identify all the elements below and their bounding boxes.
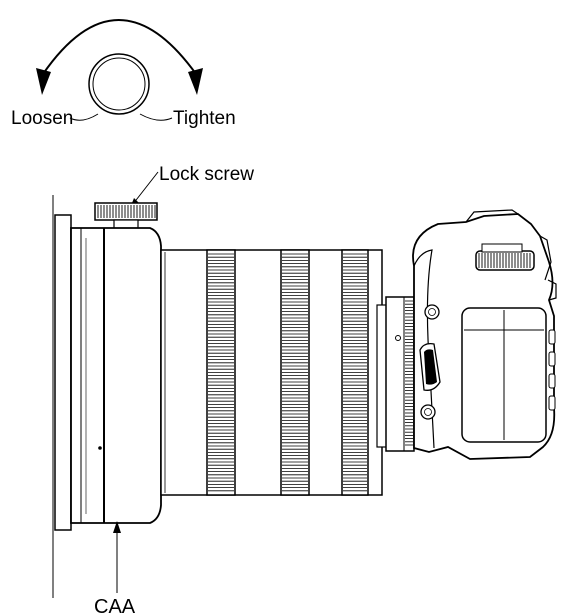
rotation-arc bbox=[42, 19, 197, 75]
lock-screw: Lock screw bbox=[94, 164, 254, 231]
side-button bbox=[548, 373, 556, 389]
tighten-label: Tighten bbox=[173, 108, 236, 129]
strap-lug bbox=[547, 279, 557, 301]
focus-rings bbox=[206, 249, 369, 496]
camera-lever-shade bbox=[424, 349, 437, 385]
caa-arrowhead-icon bbox=[113, 521, 121, 533]
camera-eyepiece bbox=[539, 235, 552, 281]
lens-barrel bbox=[160, 249, 383, 496]
tighten-arrowhead-icon bbox=[188, 68, 203, 95]
loosen-arrowhead-icon bbox=[36, 68, 51, 95]
lens-release-button bbox=[420, 404, 436, 420]
adapter-flange bbox=[54, 214, 72, 531]
tighten-pointer-line bbox=[139, 113, 173, 121]
loosen-label: Loosen bbox=[11, 108, 73, 129]
mode-dial-base bbox=[481, 243, 523, 253]
rotation-illustration: Loosen Tighten bbox=[11, 19, 236, 129]
lens-release-button-inner bbox=[424, 408, 432, 416]
adapter-body: CAA bbox=[52, 195, 162, 613]
lock-screw-knurl bbox=[97, 205, 156, 218]
lock-screw-label: Lock screw bbox=[159, 164, 254, 185]
lock-screw-leader-line bbox=[132, 171, 159, 205]
side-button bbox=[548, 351, 556, 367]
side-buttons bbox=[548, 329, 556, 411]
knob-icon bbox=[88, 53, 150, 115]
mount-ring bbox=[376, 296, 415, 452]
mode-dial-knurl bbox=[478, 253, 531, 268]
loosen-pointer-line bbox=[69, 113, 99, 121]
adapter-ring bbox=[70, 227, 162, 524]
depth-preview-button bbox=[424, 304, 440, 320]
camera-prism bbox=[465, 209, 519, 223]
mount-ring-dot bbox=[395, 335, 401, 341]
camera-body bbox=[412, 209, 557, 460]
index-dot bbox=[98, 446, 102, 450]
side-button bbox=[548, 329, 556, 345]
caa-label: CAA bbox=[94, 596, 136, 613]
mount-ring-body bbox=[385, 296, 415, 452]
knob-inner-icon bbox=[92, 57, 146, 111]
side-button bbox=[548, 395, 556, 411]
depth-preview-button-inner bbox=[428, 308, 436, 316]
mount-ring-knurl bbox=[403, 297, 413, 451]
